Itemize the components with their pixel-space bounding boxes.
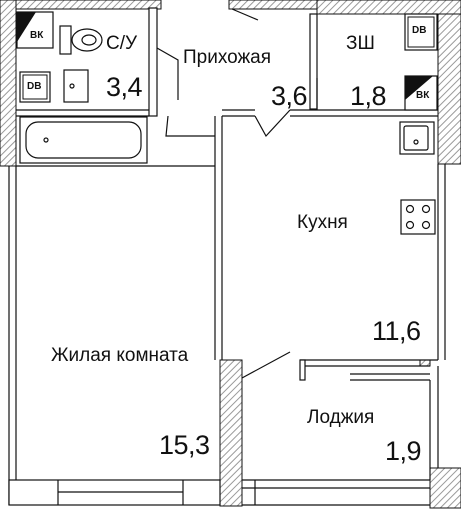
washbasin (63, 69, 89, 103)
room-name-hall: Прихожая (183, 47, 272, 68)
toilet (59, 25, 103, 55)
room-area-loggia: 1,9 (385, 436, 422, 466)
room-area-kitchen: 11,6 (372, 316, 421, 346)
shaft-db-wardrobe (404, 13, 438, 51)
shaft-label-vk-bathroom: ВК (30, 30, 44, 41)
stove (400, 199, 436, 235)
room-area-living: 15,3 (159, 430, 210, 460)
shaft-vk-wardrobe (404, 75, 438, 111)
shaft-db-bathroom (19, 71, 51, 103)
shaft-label-vk-wardrobe: ВК (416, 90, 430, 101)
bathtub (19, 116, 148, 164)
room-name-living: Жилая комната (51, 345, 189, 366)
room-area-wardrobe: 1,8 (350, 81, 387, 111)
interior-walls (8, 7, 446, 506)
room-name-kitchen: Кухня (297, 212, 348, 233)
room-area-bathroom: 3,4 (106, 72, 143, 102)
structural-walls (0, 0, 461, 509)
room-area-hall: 3,6 (271, 81, 308, 111)
room-name-wardrobe: ЗШ (346, 33, 375, 54)
kitchen-sink (399, 121, 435, 155)
shaft-label-db-bathroom: DB (27, 81, 42, 92)
shaft-vk-bathroom (16, 11, 54, 49)
shaft-label-db-wardrobe: DB (412, 25, 427, 36)
room-name-bathroom: С/У (106, 33, 138, 54)
room-name-loggia: Лоджия (307, 407, 375, 428)
